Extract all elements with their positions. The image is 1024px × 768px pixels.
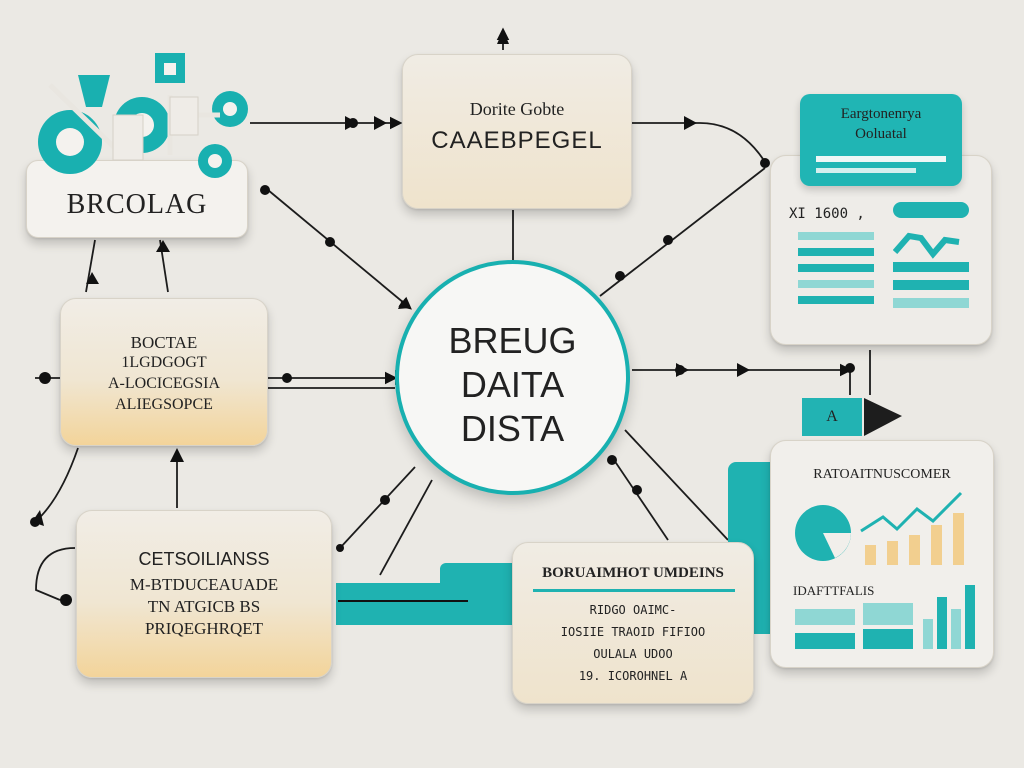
tab-bar bbox=[816, 156, 946, 162]
bar-line bbox=[893, 262, 969, 272]
dash-bar bbox=[863, 603, 913, 625]
gear-cluster-icon bbox=[38, 53, 248, 178]
top-right-label: XI 1600 , bbox=[789, 206, 865, 222]
bottom-card-line: IOSIIE TRAOID FIFIOO bbox=[560, 625, 706, 639]
dash-bar bbox=[951, 609, 961, 649]
tab-bar bbox=[816, 168, 916, 173]
center-line: BREUG bbox=[448, 320, 577, 361]
bottom-card-line: OULALA UDOO bbox=[593, 647, 673, 661]
connector bbox=[624, 429, 729, 541]
bottom-card-title: BORUAIMHOT UMDEINS bbox=[542, 565, 724, 581]
left-card-line: A-LOCICEGSIA bbox=[108, 375, 220, 392]
dash-bar bbox=[965, 585, 975, 649]
bottom-card-line: 19. ICOROHNEL A bbox=[578, 669, 688, 683]
connector bbox=[85, 239, 96, 293]
bottom-card: BORUAIMHOT UMDEINS RIDGO OAIMC- IOSIIE T… bbox=[512, 542, 754, 704]
left-card: BOCTAE 1LGDGOGT A-LOCICEGSIA ALIEGSOPCE bbox=[60, 298, 268, 446]
bar-line bbox=[798, 248, 874, 256]
bottom-right-subtitle: IDAFTTFALIS bbox=[793, 583, 875, 598]
top-right-tab: Eargtonenrya Ooluatal bbox=[800, 94, 962, 186]
center-node: BREUG DAITA DISTA bbox=[395, 260, 630, 495]
growth-chart-icon bbox=[860, 491, 964, 565]
connector bbox=[599, 167, 766, 297]
connector bbox=[34, 447, 79, 523]
tab-line: Eargtonenrya bbox=[840, 106, 922, 122]
connector bbox=[339, 466, 416, 549]
gear-card-label: BRCOLAG bbox=[66, 189, 208, 220]
center-line: DAITA bbox=[460, 364, 565, 405]
dash-bar bbox=[795, 609, 855, 625]
top-card-line2: CAAEBPEGEL bbox=[431, 127, 603, 154]
left-card-line: ALIEGSOPCE bbox=[115, 396, 213, 413]
bar-line bbox=[798, 280, 874, 288]
top-card-line1: Dorite Gobte bbox=[469, 99, 565, 119]
bottom-right-card: RATOAITNUSCOMER IDAFTTFALIS bbox=[770, 440, 994, 668]
bottom-left-line: PRIQEGHRQET bbox=[144, 619, 264, 638]
bottom-right-title: RATOAITNUSCOMER bbox=[813, 467, 951, 482]
bottom-left-card: CETSOILIANSS M-BTDUCEAUADE TN ATGICB BS … bbox=[76, 510, 332, 678]
bar-line bbox=[893, 280, 969, 290]
dash-bar bbox=[937, 597, 947, 649]
bottom-left-line: M-BTDUCEAUADE bbox=[129, 575, 279, 594]
bottom-left-line: TN ATGICB BS bbox=[147, 597, 261, 616]
dash-bar bbox=[795, 633, 855, 649]
bar-line bbox=[798, 232, 874, 240]
bottom-card-divider bbox=[533, 589, 735, 592]
bar-line bbox=[798, 296, 874, 304]
ribbon-line bbox=[338, 600, 468, 602]
bar-line bbox=[893, 298, 969, 308]
pie-chart-icon bbox=[795, 505, 851, 561]
flag-pointer-icon bbox=[864, 398, 902, 436]
connector bbox=[35, 547, 76, 601]
bar-line bbox=[798, 264, 874, 272]
flag-box: A bbox=[802, 398, 862, 436]
connector bbox=[379, 479, 433, 576]
connector bbox=[632, 122, 766, 163]
top-right-card: XI 1600 , bbox=[770, 155, 992, 345]
dash-bar bbox=[923, 619, 933, 649]
flag-label: A bbox=[826, 408, 838, 425]
left-card-line: BOCTAE bbox=[130, 333, 198, 352]
tab-line: Ooluatal bbox=[855, 126, 907, 142]
dash-bar bbox=[863, 629, 913, 649]
connector bbox=[267, 189, 412, 310]
top-card: Dorite Gobte CAAEBPEGEL bbox=[402, 54, 632, 209]
center-line: DISTA bbox=[460, 408, 565, 449]
left-card-line: 1LGDGOGT bbox=[121, 354, 207, 371]
top-right-pill bbox=[893, 202, 969, 218]
trend-line-icon bbox=[893, 232, 960, 259]
bottom-left-line: CETSOILIANSS bbox=[138, 549, 270, 569]
bottom-card-line: RIDGO OAIMC- bbox=[589, 603, 677, 617]
connector bbox=[611, 456, 669, 541]
